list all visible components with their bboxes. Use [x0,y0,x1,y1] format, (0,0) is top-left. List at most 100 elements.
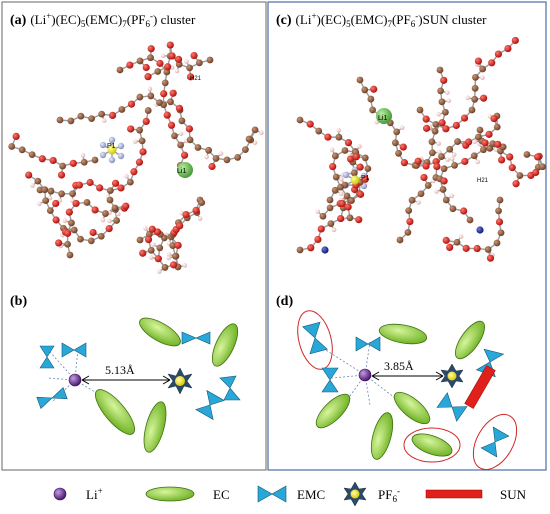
oxygen-atom [399,143,407,151]
oxygen-atom [460,207,468,215]
carbon-atom [147,54,154,62]
panel-c-title: (c)(Li+)(EC)5(EMC)7(PF6-)SUN cluster [276,11,487,29]
carbon-atom [391,139,399,147]
oxygen-atom [122,202,130,210]
oxygen-atom [91,206,99,214]
oxygen-atom [460,114,469,122]
oxygen-atom [170,261,178,269]
cluster-a [8,41,264,274]
legend-ec-label: EC [213,487,230,502]
hydrogen-atom [445,90,450,95]
carbon-atom [106,187,114,195]
carbon-atom [223,156,231,164]
carbon-atom [156,99,163,107]
carbon-atom [83,199,91,206]
oxygen-atom [139,148,147,156]
carbon-atom [42,197,50,205]
emc-molecule [302,321,328,355]
oxygen-atom [361,175,369,183]
hydrogen-atom [166,252,172,257]
oxygen-atom [52,199,60,208]
carbon-atom [18,146,26,154]
carbon-atom [126,178,134,186]
legend-emc-icon [257,485,287,503]
hydrogen-atom [252,140,258,146]
oxygen-atom [192,206,200,214]
hydrogen-atom [458,234,464,239]
oxygen-atom [534,153,542,161]
hydrogen-atom [446,98,452,104]
oxygen-atom [111,179,120,187]
oxygen-atom [440,177,448,185]
oxygen-atom [25,171,33,179]
hydrogen-atom [338,191,344,197]
carbon-atom [466,216,474,224]
carbon-atom [436,66,444,74]
carbon-atom [442,196,450,204]
oxygen-atom [508,164,516,172]
oxygen-atom [72,199,80,208]
oxygen-atom [497,156,506,164]
oxygen-atom [481,139,489,147]
emc-molecule [39,345,55,369]
emc-molecule [480,426,510,458]
ec-molecule [378,323,428,345]
ec-molecule [393,391,431,425]
hydrogen-atom [107,218,112,224]
carbon-atom [147,246,155,254]
hydrogen-atom [160,53,166,59]
sun-circle [472,414,518,470]
carbon-atom [405,207,413,215]
carbon-atom [350,169,358,177]
carbon-atom [428,138,436,146]
carbon-atom [8,143,16,150]
carbon-atom [296,116,304,124]
oxygen-atom [433,162,441,171]
hydrogen-atom [449,193,455,199]
panel-b-pf6 [167,367,193,395]
carbon-atom [69,190,77,198]
carbon-atom [438,153,445,160]
carbon-atom [335,133,343,141]
carbon-atom [319,212,327,220]
carbon-atom [195,59,203,67]
hydrogen-atom [436,141,442,146]
hydrogen-atom [80,153,86,158]
legend-li-label: Li+ [86,486,103,502]
oxygen-atom [314,235,322,244]
hydrogen-atom [472,139,478,145]
oxygen-atom [96,184,104,192]
fluorine-atom [117,152,125,160]
hydrogen-atom [204,154,209,160]
carbon-atom [136,126,144,134]
carbon-atom [361,86,369,94]
oxygen-atom [55,239,63,247]
carbon-atom [242,146,249,153]
carbon-atom [343,192,351,200]
oxygen-atom [488,59,496,67]
oxygen-atom [65,208,73,216]
carbon-atom [472,73,479,81]
carbon-atom [451,161,458,169]
carbon-atom [315,127,323,135]
panel-d-li-ion [358,368,372,382]
carbon-atom [70,226,78,234]
hydrogen-atom [416,200,421,205]
carbon-atom [356,76,364,84]
oxygen-atom [186,73,195,81]
carbon-atom [161,79,169,87]
hydrogen-atom [331,227,337,233]
oxygen-atom [504,44,512,53]
oxygen-atom [144,73,152,81]
carbon-atom [47,187,55,195]
oxygen-atom [105,224,113,233]
hydrogen-atom [37,201,42,207]
oxygen-atom [422,162,430,170]
carbon-atom [171,132,178,140]
legend-pf6-label: PF6- [378,486,400,504]
panel-b-letter: (b) [10,294,27,309]
hydrogen-atom [102,118,107,123]
oxygen-atom [506,153,514,161]
ec-molecule [211,323,239,367]
panel-b-emc-molecules [36,331,241,421]
